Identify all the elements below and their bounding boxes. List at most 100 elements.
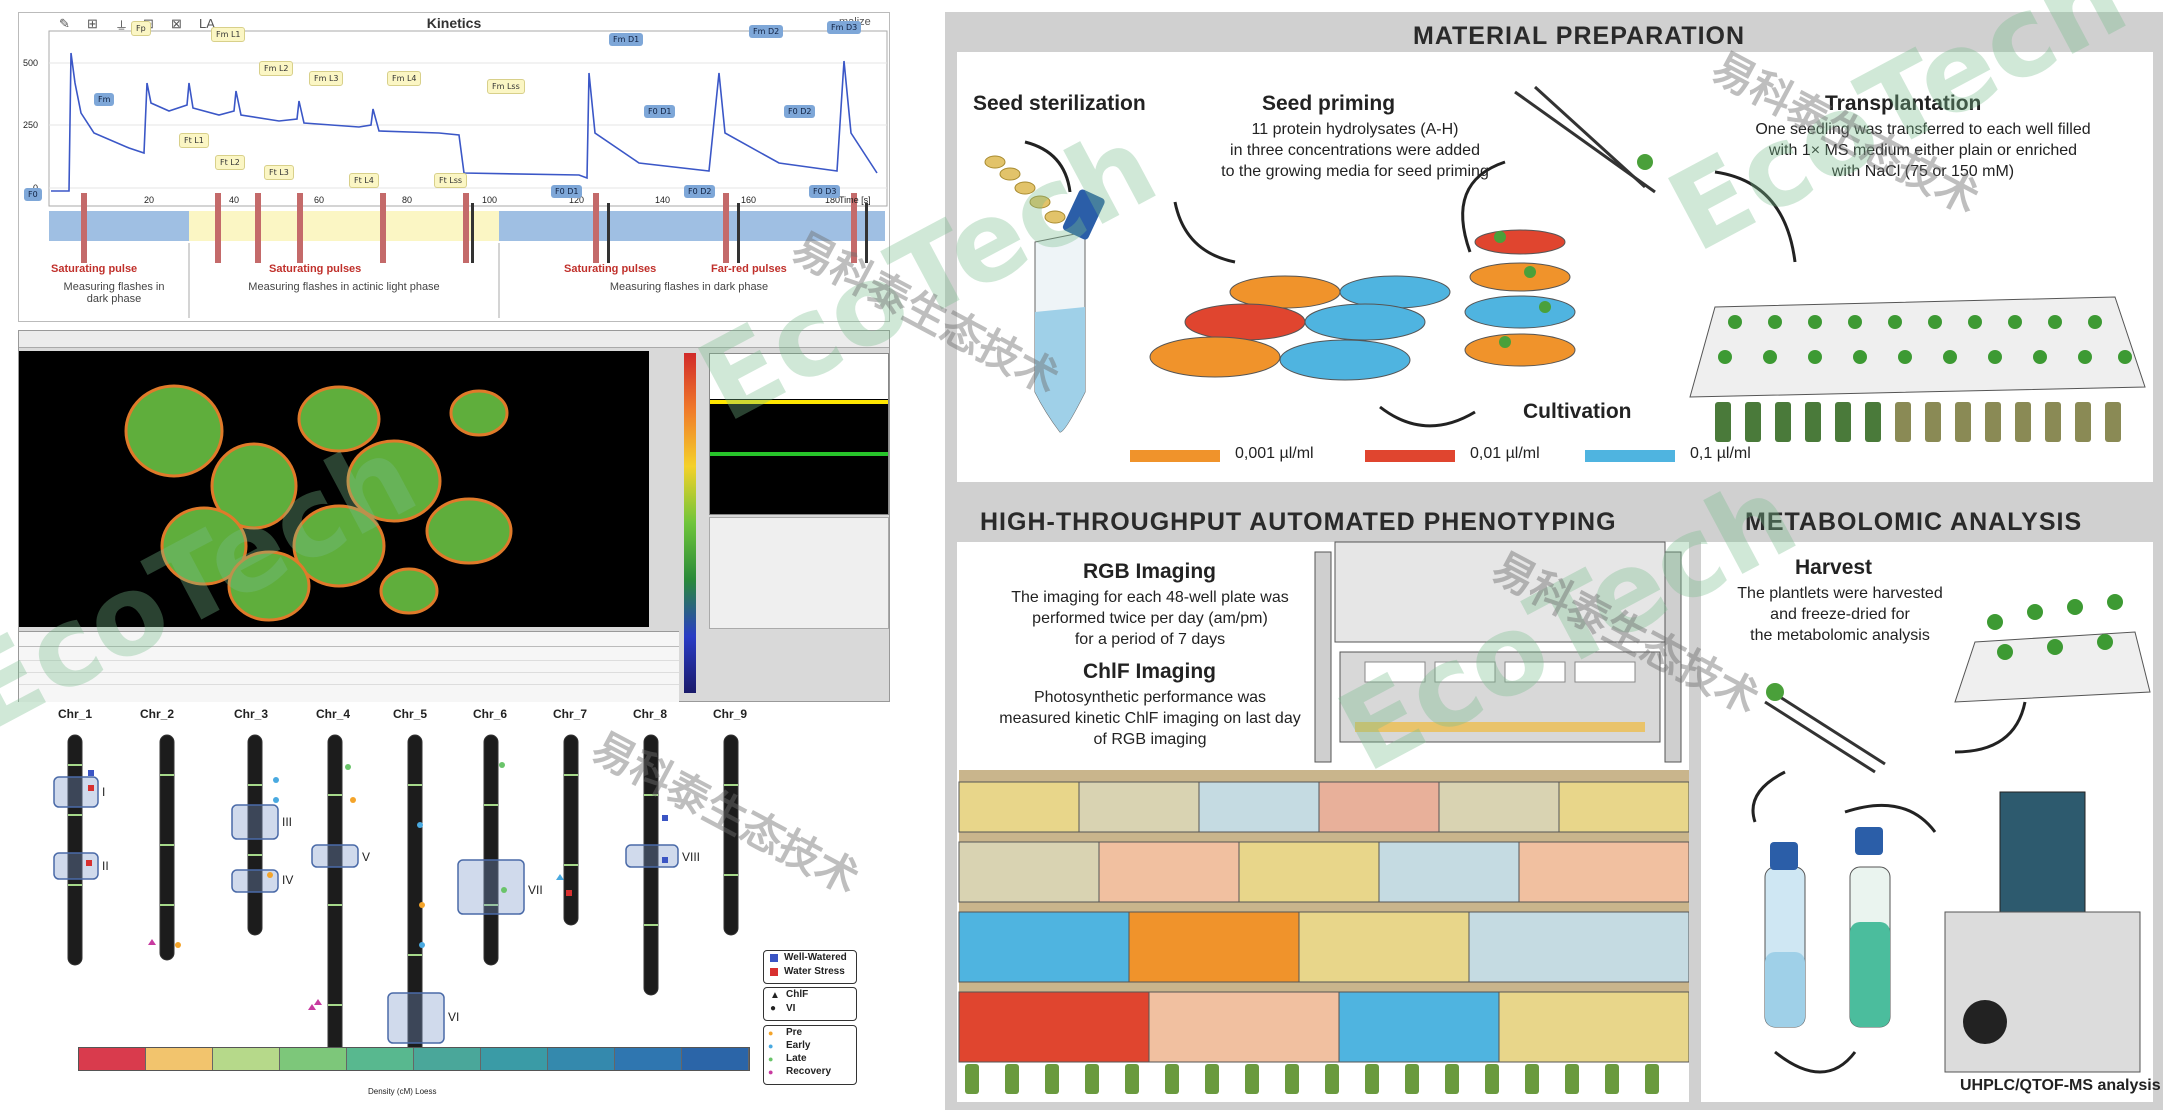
- chromosome-name: Chr_9: [713, 707, 748, 721]
- density-segment: [213, 1048, 280, 1070]
- param-label: Fm Lss: [487, 79, 525, 94]
- caption-saturating-pulse: Saturating pulse: [51, 263, 138, 275]
- legend-swatch-orange: [1130, 450, 1220, 462]
- density-segment: [414, 1048, 481, 1070]
- caption-saturating-pulses: Saturating pulses: [269, 263, 362, 275]
- param-label: Ft L3: [264, 165, 294, 180]
- legend-label: Early: [786, 1040, 811, 1051]
- param-label: F0: [24, 188, 42, 201]
- graph-icon[interactable]: ⊞: [87, 16, 98, 31]
- step-heading: Harvest: [1795, 556, 1873, 579]
- chromosome-name: Chr_5: [393, 707, 428, 721]
- qtl-label: II: [102, 859, 109, 873]
- param-label: Ft L2: [215, 155, 245, 170]
- concentration-label: 0,1 µl/ml: [1690, 445, 1751, 462]
- chromosome-name: Chr_7: [553, 707, 588, 721]
- legend-swatch: [770, 968, 778, 976]
- chromosome-bars: [53, 734, 739, 1071]
- x-tick: 20: [144, 195, 155, 205]
- triangle-icon: ▲: [770, 990, 780, 1001]
- results-table[interactable]: [19, 631, 679, 702]
- legend-label: Pre: [786, 1027, 803, 1038]
- param-label: Fm L1: [211, 27, 246, 42]
- param-label: Ft L4: [349, 173, 379, 188]
- step-heading: ChlF Imaging: [1083, 660, 1216, 683]
- transplantation-text: One seedling was transferred to each wel…: [1755, 121, 2091, 180]
- density-segment: [615, 1048, 682, 1070]
- legend-label: Well-Watered: [784, 952, 847, 963]
- qtl-label: VII: [528, 883, 543, 897]
- param-label: Fp: [131, 21, 151, 36]
- param-label: F0 D2: [684, 185, 716, 198]
- chromosome-name: Chr_3: [234, 707, 269, 721]
- imaging-software-window: [18, 330, 890, 702]
- qtl-label: V: [362, 850, 371, 864]
- material-illustrations: [984, 85, 2146, 442]
- param-label: Fm L4: [387, 71, 422, 86]
- x-tick: 60: [314, 195, 325, 205]
- metabolomic-illustration: [1751, 594, 2151, 1074]
- harvest-text: The plantlets were harvested and freeze-…: [1737, 585, 1943, 644]
- legend-label: VI: [786, 1003, 796, 1014]
- chromosome-name: Chr_1: [58, 707, 93, 721]
- concentration-label: 0,01 µl/ml: [1470, 445, 1540, 462]
- log-scale-icon[interactable]: LA: [199, 16, 215, 31]
- kinetics-title: Kinetics: [426, 15, 482, 31]
- param-label: Ft L1: [179, 133, 209, 148]
- dot-icon: ●: [768, 1028, 774, 1038]
- thumbnail-grid[interactable]: [709, 353, 889, 515]
- chart-icon[interactable]: ✎: [59, 16, 70, 31]
- legend-label: ChlF: [786, 989, 809, 1000]
- kinetics-panel: Kinetics ✎ ⊞ ⏚ ⊟ ⊠ LA malize: [18, 12, 890, 322]
- step-heading: Transplantation: [1825, 92, 1982, 115]
- y-tick: 500: [23, 58, 39, 68]
- qtl-label: III: [282, 815, 293, 829]
- param-label: Fm D3: [827, 21, 862, 34]
- x-tick: 100: [482, 195, 498, 205]
- phenotyping-illustration: [958, 541, 1689, 1094]
- instrument-label: UHPLC/QTOF-MS analysis: [1960, 1077, 2161, 1094]
- qtl-label: IV: [282, 873, 294, 887]
- density-segment: [79, 1048, 146, 1070]
- menu-bar[interactable]: [19, 331, 889, 348]
- density-segment: [481, 1048, 548, 1070]
- param-label: Fm: [94, 93, 115, 106]
- x-tick: 80: [402, 195, 413, 205]
- close-icon[interactable]: ⊠: [171, 16, 182, 31]
- param-label: F0 D3: [809, 185, 841, 198]
- param-label: Fm L3: [309, 71, 344, 86]
- rosette-image: [124, 384, 513, 622]
- qtl-label: I: [102, 785, 106, 799]
- y-tick: 250: [23, 120, 39, 130]
- x-tick: 180: [825, 195, 841, 205]
- display-options[interactable]: [709, 517, 889, 629]
- section-title: METABOLOMIC ANALYSIS: [1745, 508, 2083, 536]
- chromosome-name: Chr_8: [633, 707, 668, 721]
- param-label: Fm D2: [749, 25, 784, 38]
- param-label: F0 D1: [551, 185, 583, 198]
- seed-priming-text: 11 protein hydrolysates (A-H) in three c…: [1221, 121, 1489, 180]
- treatment-legend: Well-Watered Water Stress: [763, 950, 857, 984]
- chromosome-map: Chr_1 Chr_2 Chr_3 Chr_4 Chr_5 Chr_6 Chr_…: [18, 705, 888, 1105]
- legend-swatch-red: [1365, 450, 1455, 462]
- density-segment: [280, 1048, 347, 1070]
- qtl-label: VI: [448, 1010, 460, 1024]
- density-color-bar: [78, 1047, 750, 1071]
- param-label: Ft Lss: [434, 173, 468, 188]
- density-segment: [146, 1048, 213, 1070]
- filter-icon[interactable]: ⏚: [115, 19, 129, 34]
- step-heading: Seed sterilization: [973, 92, 1146, 115]
- step-heading: RGB Imaging: [1083, 560, 1217, 583]
- param-label: Fm D1: [609, 33, 644, 46]
- caption-saturating-pulses-2: Saturating pulses: [564, 263, 657, 275]
- legend-label: Late: [786, 1053, 807, 1064]
- qtl-label: VIII: [682, 850, 701, 864]
- x-tick: 160: [741, 195, 757, 205]
- section-title: HIGH-THROUGHPUT AUTOMATED PHENOTYPING: [980, 508, 1617, 536]
- caption-actinic-phase: Measuring flashes in actinic light phase: [248, 281, 440, 293]
- fluorescence-image[interactable]: [19, 351, 649, 627]
- density-axis-label: Density (cM) Loess: [368, 1087, 437, 1096]
- color-scale-bar: [684, 353, 696, 693]
- workflow-infographic: MATERIAL PREPARATION Seed sterilization …: [945, 12, 2163, 1110]
- kinetics-plot: [48, 30, 888, 318]
